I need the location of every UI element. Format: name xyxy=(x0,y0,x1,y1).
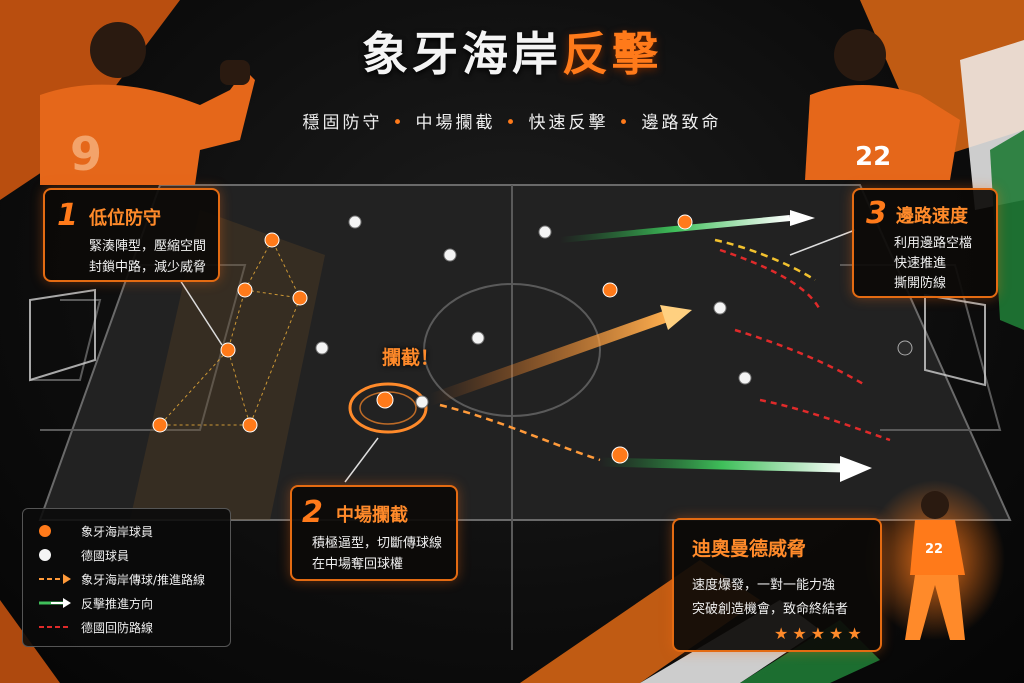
germany-player xyxy=(348,215,362,229)
subtitle-item: 快速反擊 xyxy=(528,113,609,133)
germany-player xyxy=(471,331,485,345)
subtitle-separator: • xyxy=(392,113,406,133)
panel-line: 快速推進 xyxy=(894,256,947,271)
panel-line: 在中場奪回球權 xyxy=(312,557,404,572)
germany-player xyxy=(415,395,429,409)
panel-line: 封鎖中路，減少威脅 xyxy=(89,260,207,275)
germany-player xyxy=(738,371,752,385)
panel-midfield-intercept: 2 中場攔截 積極逼型，切斷傳球線 在中場奪回球權 xyxy=(290,485,458,581)
jersey-number-inset: 22 xyxy=(925,542,943,557)
legend: 象牙海岸球員 德國球員 象牙海岸傳球/推進路線 反擊推進方向 德國回防路線 xyxy=(22,508,231,647)
germany-player xyxy=(713,301,727,315)
germany-player xyxy=(538,225,552,239)
subtitle-item: 中場攔截 xyxy=(415,113,496,133)
jersey-number-right: 22 xyxy=(855,142,891,172)
ivory-coast-player xyxy=(292,290,308,306)
german-recovery-runs xyxy=(719,248,891,442)
panel-line: 緊湊陣型，壓縮空間 xyxy=(89,239,207,254)
legend-label: 德國球員 xyxy=(81,549,130,563)
goal-right xyxy=(924,293,986,387)
legend-label: 德國回防路線 xyxy=(81,621,154,635)
leader-lines xyxy=(179,229,856,483)
ivory-coast-player xyxy=(242,417,258,433)
pitch-lines xyxy=(30,184,1012,650)
subtitle-item: 邊路致命 xyxy=(641,113,722,133)
germany-player xyxy=(443,248,457,262)
subtitle: 穩固防守 • 中場攔截 • 快速反擊 • 邊路致命 xyxy=(0,108,1024,133)
subtitle-separator: • xyxy=(618,113,632,133)
ivory-coast-player xyxy=(237,282,253,298)
player-figure-left: 9 xyxy=(40,22,255,185)
title-block: 象牙海岸反擊 xyxy=(0,18,1024,84)
panel-number: 1 xyxy=(57,198,78,233)
legend-label: 象牙海岸傳球/推進路線 xyxy=(81,573,206,587)
panel-line: 撕開防線 xyxy=(894,276,947,291)
panel-low-defense: 1 低位防守 緊湊陣型，壓縮空間 封鎖中路，減少威脅 xyxy=(43,188,220,282)
ivory-coast-player xyxy=(376,391,394,409)
germany-players xyxy=(315,215,752,409)
germany-player xyxy=(315,341,329,355)
legend-label: 反擊推進方向 xyxy=(81,597,154,611)
defensive-block-zone xyxy=(130,210,325,520)
panel-number: 3 xyxy=(866,196,887,231)
rating-stars: ★★★★★ xyxy=(774,624,866,643)
panel-line: 速度爆發，一對一能力強 xyxy=(692,578,836,593)
panel-wing-speed: 3 邊路速度 利用邊路空檔 快速推進 撕開防線 xyxy=(852,188,998,298)
ivory-coast-player xyxy=(264,232,280,248)
ivory-coast-player xyxy=(602,282,618,298)
player-figure-right: 22 xyxy=(805,29,960,180)
panel-diomande-threat: 迪奧曼德威脅 速度爆發，一對一能力強 突破創造機會，致命終結者 ★★★★★ xyxy=(672,518,882,652)
panel-line: 突破創造機會，致命終結者 xyxy=(692,602,849,617)
goalkeeper xyxy=(897,340,913,356)
pass-routes xyxy=(439,238,816,462)
intercept-highlight xyxy=(348,382,428,434)
ivory-coast-player xyxy=(220,342,236,358)
goal-left xyxy=(29,288,96,382)
diomande-figure: 22 xyxy=(865,480,1005,640)
subtitle-item: 穩固防守 xyxy=(302,113,383,133)
intercept-callout: 攔截！ xyxy=(382,347,440,369)
panel-line: 積極逼型，切斷傳球線 xyxy=(312,536,443,551)
legend-label: 象牙海岸球員 xyxy=(81,525,154,539)
page-title: 象牙海岸反擊 xyxy=(0,18,1024,84)
title-white-part: 象牙海岸 xyxy=(362,27,562,81)
ivory-coast-player xyxy=(152,417,168,433)
panel-number: 2 xyxy=(302,495,323,530)
ivory-coast-player xyxy=(677,214,693,230)
jersey-number-left: 9 xyxy=(70,127,102,181)
title-orange-part: 反擊 xyxy=(562,27,662,81)
panel-line: 利用邊路空檔 xyxy=(894,236,973,251)
ivory-coast-player xyxy=(611,446,629,464)
subtitle-separator: • xyxy=(505,113,519,133)
ivory-coast-players xyxy=(152,214,693,464)
panel-title: 迪奧曼德威脅 xyxy=(692,538,807,560)
panel-title: 低位防守 xyxy=(89,208,161,229)
counter-attack-arrows xyxy=(424,210,872,482)
panel-title: 中場攔截 xyxy=(336,505,408,526)
panel-title: 邊路速度 xyxy=(896,206,968,227)
